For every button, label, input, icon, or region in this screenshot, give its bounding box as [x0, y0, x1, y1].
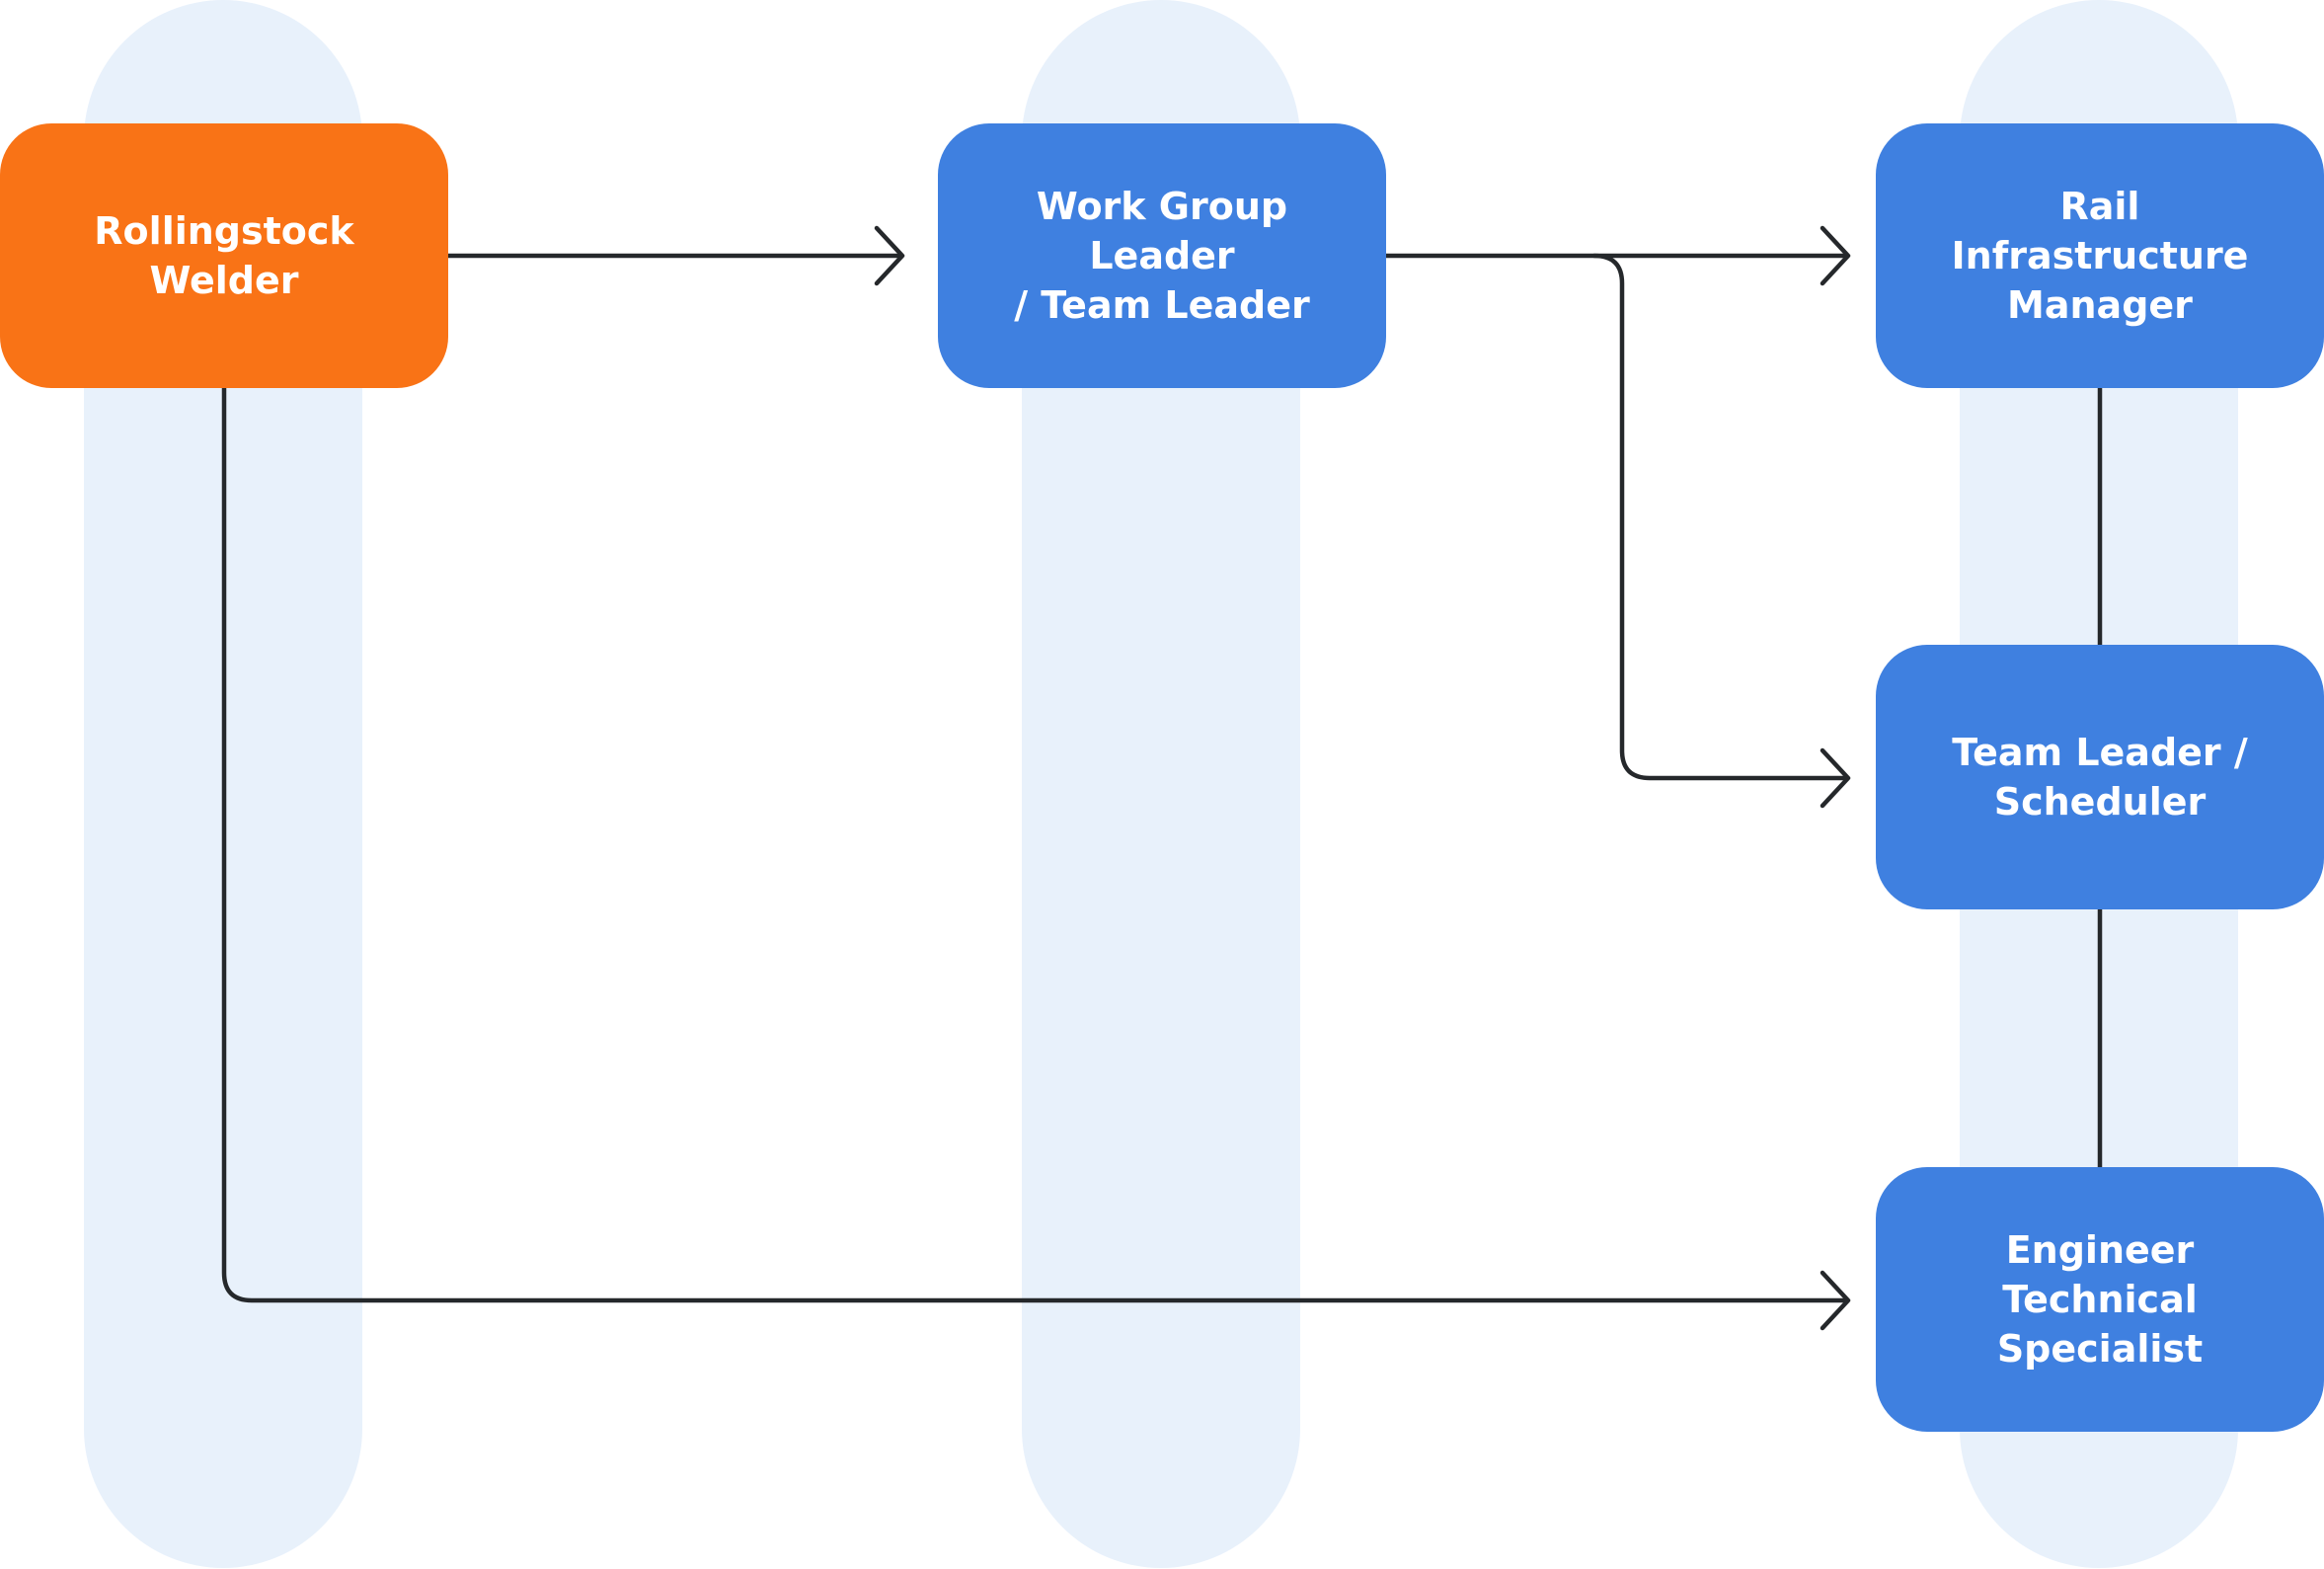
- arrowhead-work-group-leader: [874, 225, 905, 286]
- arrowhead-team-leader-scheduler: [1820, 747, 1851, 809]
- node-label: Rail Infrastructure Manager: [1951, 185, 2249, 327]
- node-label: Team Leader / Scheduler: [1952, 731, 2248, 824]
- arrowhead-engineer-technical-specialist: [1820, 1270, 1851, 1331]
- node-rollingstock-welder: Rollingstock Welder: [0, 123, 448, 388]
- node-label: Engineer Technical Specialist: [1996, 1228, 2204, 1371]
- arrowhead-rail-infrastructure-manager: [1820, 225, 1851, 286]
- node-label: Work Group Leader / Team Leader: [1014, 185, 1310, 327]
- node-work-group-leader: Work Group Leader / Team Leader: [938, 123, 1386, 388]
- node-rail-infrastructure-manager: Rail Infrastructure Manager: [1876, 123, 2324, 388]
- node-engineer-technical-specialist: Engineer Technical Specialist: [1876, 1167, 2324, 1432]
- node-team-leader-scheduler: Team Leader / Scheduler: [1876, 645, 2324, 909]
- edge-work-group-leader-to-team-leader-scheduler: [1591, 253, 1849, 781]
- node-label: Rollingstock Welder: [94, 209, 354, 302]
- edge-welder-to-engineer-technical-specialist: [221, 385, 1849, 1303]
